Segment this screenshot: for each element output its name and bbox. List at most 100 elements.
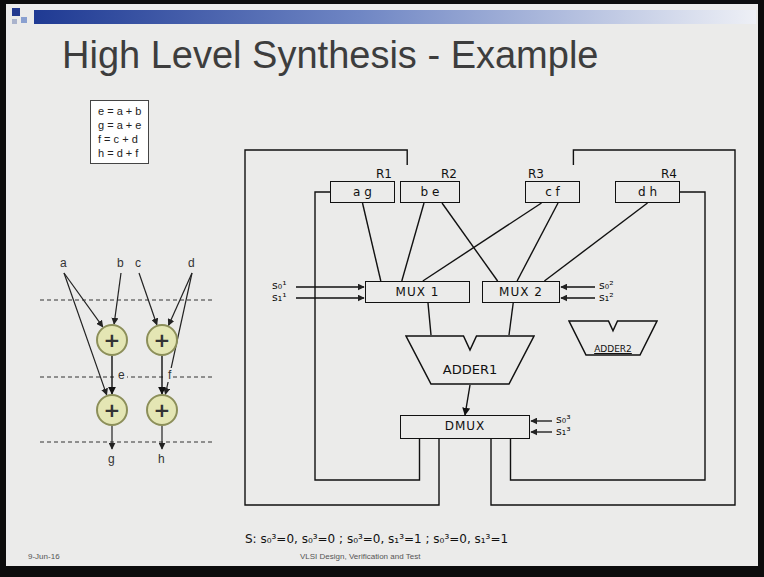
step-line [40, 442, 215, 443]
register-name: R2 [441, 166, 457, 182]
step-line [40, 377, 215, 378]
operator-symbol: + [146, 394, 178, 426]
connector [363, 203, 381, 281]
unit-name: ADDER2 [594, 344, 632, 355]
equation-line: f = c + d [98, 132, 141, 146]
bar-square [12, 8, 20, 16]
input-variable: d [188, 256, 195, 270]
register-contents: b e [421, 183, 440, 202]
edge-label: f [166, 368, 173, 382]
connector [465, 385, 470, 415]
circle-shape [147, 395, 177, 425]
equation-box: e = a + bg = a + ef = c + dh = d + f [90, 100, 149, 164]
title-bar [34, 10, 756, 24]
edge-label: e [116, 368, 127, 382]
demultiplexer: DMUX [400, 415, 530, 439]
unit-name: MUX 1 [396, 283, 440, 302]
operator-symbol: + [96, 394, 128, 426]
register-label-row: R3 [525, 165, 580, 181]
connector [511, 192, 706, 480]
register-contents: d h [638, 183, 657, 202]
register-box: c f [525, 181, 580, 203]
adder-unit: ADDER1 [405, 335, 535, 385]
input-variable: b [117, 256, 124, 270]
adder-shape [569, 321, 657, 355]
register-box: b e [400, 181, 460, 203]
select-wire [296, 286, 364, 287]
connector [315, 192, 420, 480]
equation-line: g = a + e [98, 118, 141, 132]
select-wire [296, 297, 364, 298]
connector [161, 356, 162, 394]
select-wire [561, 297, 595, 298]
output-wire [161, 426, 162, 449]
adder-unit: ADDER2 [568, 320, 658, 356]
register-box: d h [615, 181, 680, 203]
output-variable: g [108, 452, 115, 466]
register-contents: a g [353, 183, 372, 202]
output-variable: h [158, 452, 165, 466]
control-settings: S: s₀³=0, s₀³=0 ; s₀³=0, s₁³=1 ; s₀³=0, … [245, 532, 508, 547]
register-box: a g [330, 181, 395, 203]
register: R2b e [400, 165, 460, 203]
register: R4d h [615, 165, 680, 203]
bar-square [21, 17, 27, 23]
slide-date: 9-Jun-16 [28, 552, 60, 562]
select-signal: s₁² [599, 292, 614, 304]
adder-outline [405, 335, 535, 385]
dfg-input-wires [64, 273, 192, 449]
adder-operation: + [146, 324, 178, 356]
connector [509, 303, 513, 335]
input-variable: c [135, 256, 141, 270]
circle-shape [97, 325, 127, 355]
select-wires [296, 287, 595, 432]
connector [491, 150, 735, 505]
register: R1a g [330, 165, 395, 203]
input-wire [64, 273, 103, 327]
select-wire [531, 431, 552, 432]
select-signal: s₀² [599, 280, 614, 292]
connector [428, 303, 431, 335]
adder-operation: + [146, 394, 178, 426]
connector [402, 203, 424, 281]
slide-title: High Level Synthesis - Example [62, 34, 598, 77]
unit-name: DMUX [445, 416, 486, 437]
connector [544, 203, 647, 281]
select-signal: s₁¹ [272, 292, 287, 304]
control-step-lines [40, 300, 215, 442]
adder-shape [406, 336, 534, 384]
output-wire [111, 426, 112, 449]
connector [442, 203, 498, 281]
multiplexer: MUX 1 [365, 281, 470, 303]
register-name: R4 [661, 166, 677, 182]
select-signal: s₀¹ [272, 280, 287, 292]
register: R3c f [525, 165, 580, 203]
bar-square [12, 19, 17, 24]
select-wire [561, 286, 595, 287]
register-name: R3 [528, 166, 544, 182]
register-label-row: R4 [615, 165, 680, 181]
input-wire [114, 273, 121, 324]
circle-shape [97, 395, 127, 425]
register-label-row: R2 [400, 165, 460, 181]
select-wire [531, 420, 552, 421]
select-signal: s₁³ [556, 426, 571, 438]
register-label-row: R1 [330, 165, 395, 181]
step-line [40, 300, 215, 301]
connector [517, 203, 558, 281]
connector [111, 356, 112, 394]
adder-operation: + [96, 394, 128, 426]
unit-name: MUX 2 [499, 283, 543, 302]
select-signal: s₀³ [556, 414, 571, 426]
operator-symbol: + [146, 324, 178, 356]
input-wire [169, 273, 193, 325]
equation-line: e = a + b [98, 104, 141, 118]
adder-operation: + [96, 324, 128, 356]
connector [245, 150, 439, 505]
input-variable: a [60, 256, 67, 270]
register-contents: c f [545, 183, 560, 202]
register-name: R1 [376, 166, 392, 182]
